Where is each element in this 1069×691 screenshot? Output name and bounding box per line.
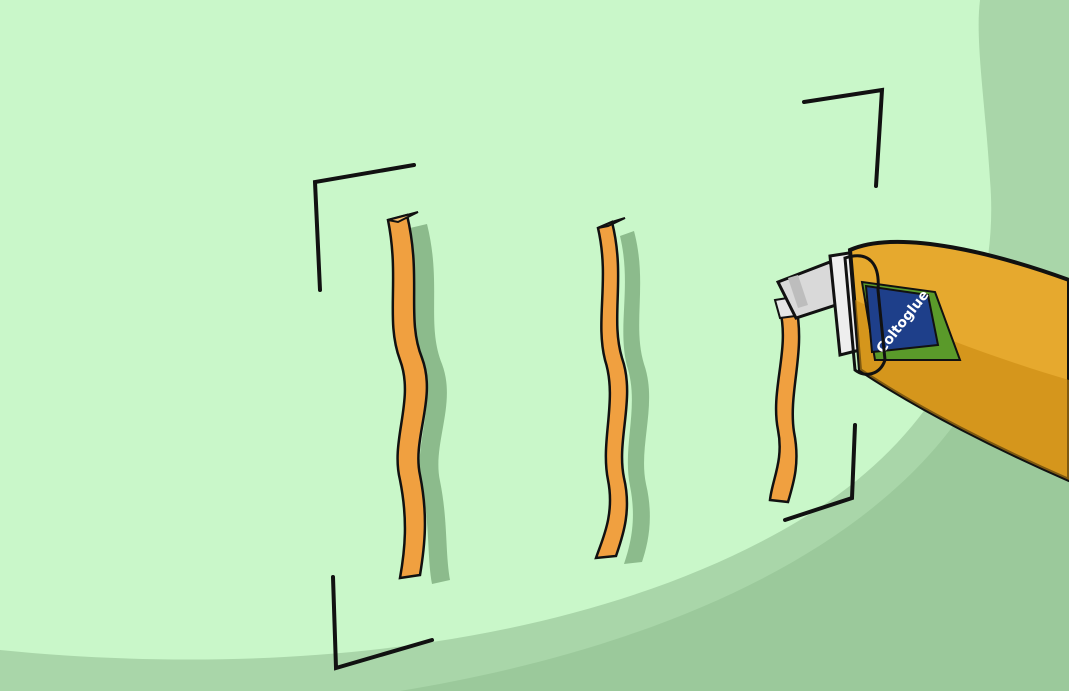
scene-svg: Coltoglue [0, 0, 1069, 691]
illustration-scene: Coltoglue [0, 0, 1069, 691]
